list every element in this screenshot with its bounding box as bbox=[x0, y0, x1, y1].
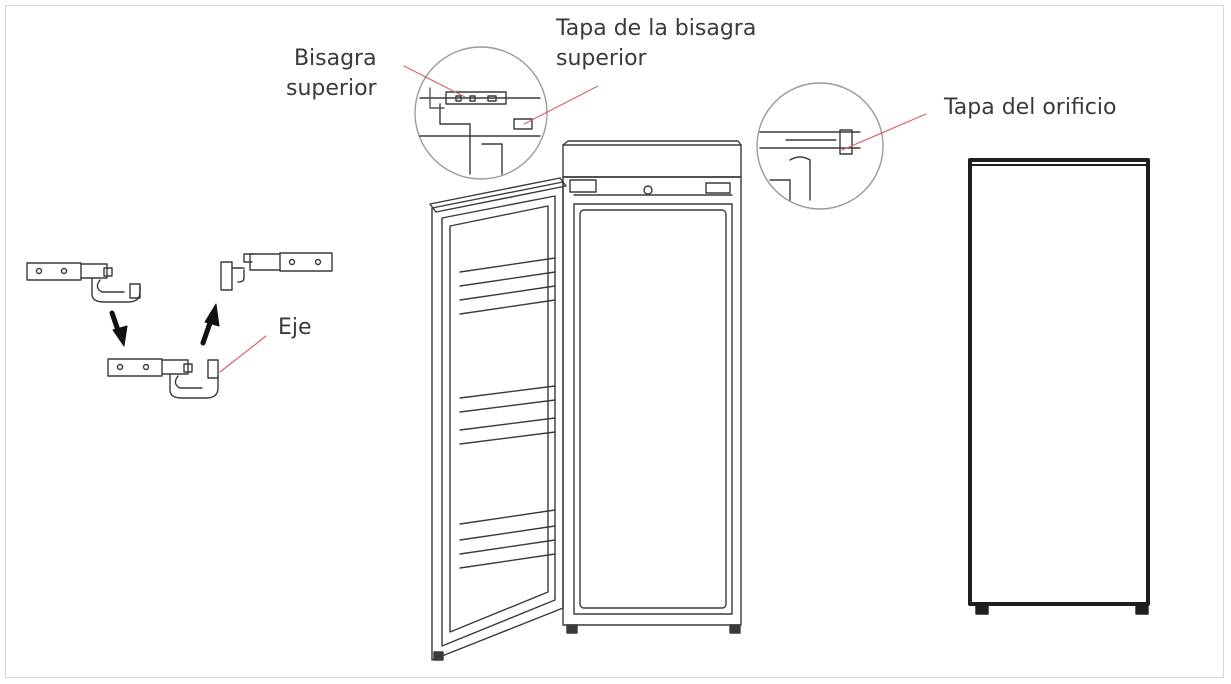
hinge-step-2 bbox=[107, 358, 219, 399]
hinge-step-3 bbox=[220, 252, 333, 291]
closed-freezer bbox=[968, 158, 1150, 615]
arrow-down-icon bbox=[109, 310, 128, 347]
diagram-frame bbox=[5, 5, 1224, 678]
leader-upper-hinge bbox=[403, 65, 466, 98]
arrow-up-icon bbox=[200, 303, 220, 346]
label-hole-cover: Tapa del orificio bbox=[944, 95, 1117, 120]
hinge-step-1 bbox=[26, 262, 141, 303]
leader-lines bbox=[219, 65, 927, 373]
label-axle: Eje bbox=[278, 315, 312, 340]
label-upper-hinge-cover-line-1: Tapa de la bisagra bbox=[556, 16, 757, 41]
label-upper-hinge-cover-line-2: superior bbox=[556, 46, 647, 71]
label-upper-hinge: Bisagra superior bbox=[286, 44, 377, 104]
label-upper-hinge-line-2: superior bbox=[286, 76, 377, 101]
label-upper-hinge-cover: Tapa de la bisagra superior bbox=[556, 14, 756, 74]
leader-upper-hinge-cover bbox=[523, 85, 599, 125]
zoom-circle-hole-cover bbox=[756, 82, 884, 210]
leader-hole-cover bbox=[841, 113, 927, 151]
zoom-circle-upper-hinge bbox=[414, 46, 548, 180]
leader-axle bbox=[219, 335, 267, 373]
open-freezer bbox=[429, 140, 742, 661]
label-upper-hinge-line-1: Bisagra bbox=[293, 46, 377, 71]
